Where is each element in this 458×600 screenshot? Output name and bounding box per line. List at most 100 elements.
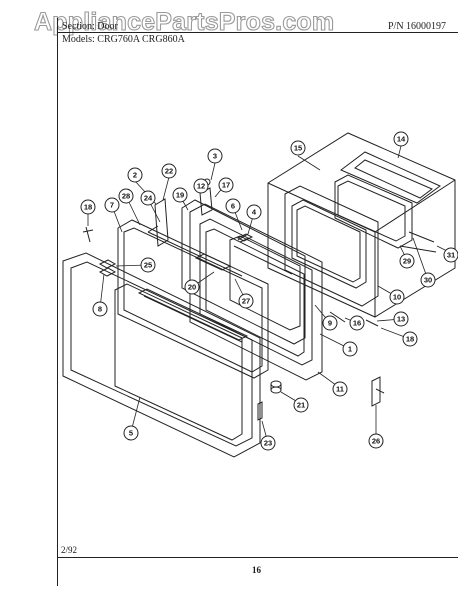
callout-bubble xyxy=(393,311,409,327)
frame-bottom-rule xyxy=(57,557,458,558)
callout-bubble xyxy=(368,433,384,449)
window-frame-part xyxy=(284,185,379,307)
callout-30: 30 xyxy=(420,272,436,288)
callout-number: 8 xyxy=(98,305,102,314)
callout-bubble xyxy=(193,178,209,194)
callout-number: 9 xyxy=(328,319,332,328)
callout-bubble xyxy=(402,331,418,347)
callout-25: 25 xyxy=(140,257,156,273)
callout-bubble xyxy=(246,204,262,220)
callout-1: 1 xyxy=(342,341,358,357)
callout-4: 4 xyxy=(246,204,262,220)
callout-23: 23 xyxy=(260,435,276,451)
callout-bubble xyxy=(238,293,254,309)
callout-number: 14 xyxy=(397,135,406,144)
callout-number: 16 xyxy=(353,319,361,328)
callout-number: 18 xyxy=(406,335,414,344)
callout-number: 30 xyxy=(424,276,432,285)
callout-number: 5 xyxy=(129,429,133,438)
callout-bubble xyxy=(322,315,338,331)
callout-bubble xyxy=(104,197,120,213)
callout-number: 28 xyxy=(122,192,130,201)
callout-number: 19 xyxy=(176,191,184,200)
callout-2: 2 xyxy=(127,167,143,183)
callout-bubble xyxy=(92,301,108,317)
callout-bubble xyxy=(420,272,436,288)
callout-number: 18 xyxy=(84,203,92,212)
callout-26: 26 xyxy=(368,433,384,449)
callout-9: 9 xyxy=(322,315,338,331)
callout-bubble xyxy=(172,187,188,203)
part-number: P/N 16000197 xyxy=(388,21,447,32)
callout-17: 17 xyxy=(218,177,234,193)
footer-date: 2/92 xyxy=(61,545,78,555)
callout-24: 24 xyxy=(140,190,156,206)
callout-number: 10 xyxy=(393,293,401,302)
callout-bubble xyxy=(184,279,200,295)
callout-number: 11 xyxy=(336,385,344,394)
callout-22: 22 xyxy=(161,163,177,179)
callout-number: 4 xyxy=(252,208,257,217)
callout-13: 13 xyxy=(393,311,409,327)
frame-left-rule xyxy=(57,18,58,586)
callout-bubble xyxy=(443,247,458,263)
callout-bubble xyxy=(389,289,405,305)
callout-bubble xyxy=(332,381,348,397)
callout-number: 6 xyxy=(231,202,235,211)
callout-number: 3 xyxy=(213,152,217,161)
hinge-part xyxy=(98,259,117,277)
callout-15: 15 xyxy=(290,140,306,156)
callout-16: 16 xyxy=(349,315,365,331)
callout-number: 26 xyxy=(372,437,380,446)
callout-bubble xyxy=(342,341,358,357)
callout-bubble xyxy=(293,397,309,413)
page-number: 16 xyxy=(252,565,261,575)
callout-bubble xyxy=(80,199,96,215)
callout-number: 21 xyxy=(297,401,305,410)
models-label: Models: CRG760A CRG860A xyxy=(62,34,185,45)
callout-number: 13 xyxy=(397,315,405,324)
callout-number: 17 xyxy=(222,181,230,190)
callout-bubble xyxy=(349,315,365,331)
callout-bubble xyxy=(207,148,223,164)
callout-bubble xyxy=(118,188,134,204)
callout-5: 5 xyxy=(123,425,139,441)
callout-19: 19 xyxy=(172,187,188,203)
callout-number: 29 xyxy=(403,257,411,266)
outer-door-glass-part xyxy=(62,252,261,458)
callout-bubble xyxy=(399,253,415,269)
screw-part xyxy=(82,226,94,243)
callout-3: 3 xyxy=(207,148,223,164)
callout-18: 18 xyxy=(80,199,96,215)
callout-number: 20 xyxy=(188,283,196,292)
callout-6: 6 xyxy=(225,198,241,214)
callout-bubble xyxy=(218,177,234,193)
callout-8: 8 xyxy=(92,301,108,317)
insulation-wrapper-part xyxy=(181,199,306,345)
frame-top-rule xyxy=(57,32,458,33)
inner-glass-part xyxy=(334,174,437,253)
callout-11: 11 xyxy=(332,381,348,397)
callout-21: 21 xyxy=(293,397,309,413)
callout-number: 12 xyxy=(197,182,205,191)
callout-bubble xyxy=(225,198,241,214)
callout-12: 12 xyxy=(193,178,209,194)
callout-number: 24 xyxy=(144,194,153,203)
callout-bubble xyxy=(127,167,143,183)
watermark-logo: AppliancePartsPros.com xyxy=(33,7,335,36)
small-hardware-part xyxy=(257,311,385,421)
handle-rail-part xyxy=(137,288,249,343)
callout-bubble xyxy=(140,190,156,206)
callout-number: 22 xyxy=(165,167,173,176)
callout-number: 27 xyxy=(242,297,250,306)
callout-number: 2 xyxy=(133,171,137,180)
callout-number: 1 xyxy=(348,345,352,354)
callout-10: 10 xyxy=(389,289,405,305)
callout-14: 14 xyxy=(393,131,409,147)
callout-20: 20 xyxy=(184,279,200,295)
back-panel-part xyxy=(267,132,456,318)
callout-bubble xyxy=(123,425,139,441)
